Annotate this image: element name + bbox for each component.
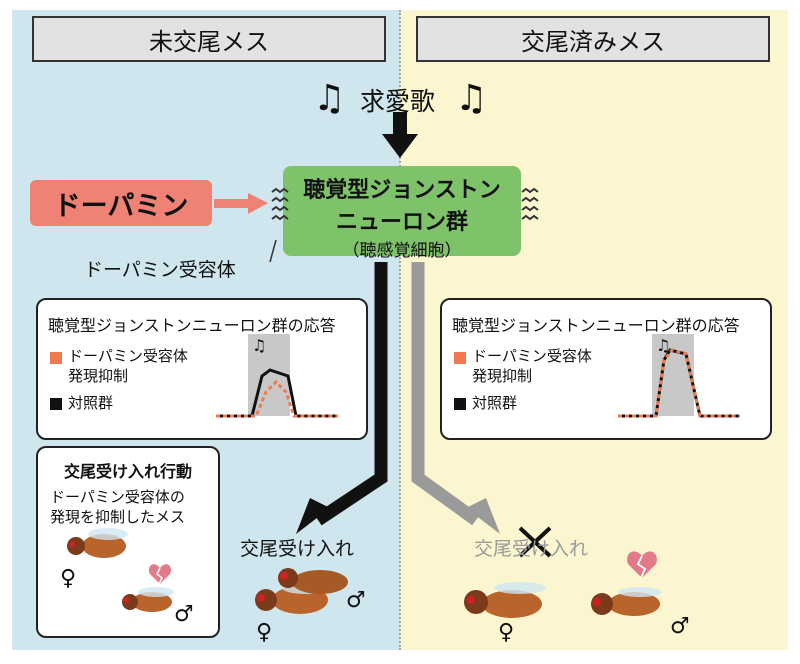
acceptance-arrow-left — [296, 262, 388, 534]
music-note-icon: ♫ — [313, 78, 346, 119]
behavior-title: 交尾受け入れ行動 — [64, 462, 193, 481]
dopamine-box: ドーパミン — [30, 180, 212, 226]
header-virgin-female: 未交尾メス — [32, 16, 386, 62]
fly-icon — [464, 582, 546, 618]
receptor-icon — [271, 187, 539, 221]
legend-swatch-knockdown — [454, 352, 466, 364]
male-symbol: ♂ — [174, 602, 194, 627]
behavior-desc-line1: ドーパミン受容体の — [50, 488, 185, 506]
fly-icon — [122, 587, 174, 612]
female-symbol: ♀ — [60, 566, 77, 591]
mating-acceptance-label: 交尾受け入れ — [240, 538, 355, 560]
response-title: 聴覚型ジョンストンニューロン群の応答 — [452, 316, 740, 335]
trace-plot-right — [618, 334, 740, 418]
response-title: 聴覚型ジョンストンニューロン群の応答 — [48, 316, 336, 335]
neuron-label-line3: （聴感覚細胞） — [342, 241, 462, 261]
mating-behavior-box: 交尾受け入れ行動 ドーパミン受容体の 発現を抑制したメス — [36, 446, 220, 638]
female-symbol: ♀ — [498, 620, 515, 645]
broken-heart-icon — [627, 551, 657, 579]
trace-plot-left — [216, 334, 338, 418]
rejection-x-icon — [518, 526, 552, 558]
courtship-song-label: 求愛歌 — [360, 87, 436, 116]
neuron-label-line1: 聴覚型ジョンストン — [303, 178, 501, 203]
male-symbol: ♂ — [670, 614, 690, 639]
mating-rejected-label: 交尾受け入れ — [474, 538, 589, 560]
acceptance-arrow-right — [411, 262, 500, 534]
legend-swatch-control — [454, 398, 466, 410]
fly-icon — [591, 587, 662, 616]
receptor-leader-line — [269, 239, 277, 263]
male-symbol: ♂ — [346, 588, 366, 613]
female-symbol: ♀ — [256, 620, 273, 645]
johnston-neuron-box: 聴覚型ジョンストン ニューロン群 （聴感覚細胞） — [283, 166, 521, 261]
neuron-label-line2: ニューロン群 — [335, 210, 468, 235]
legend-label-control: 対照群 — [68, 394, 114, 412]
legend-label-knockdown: ドーパミン受容体 発現抑制 — [68, 347, 188, 385]
header-mated-female: 交尾済みメス — [416, 16, 770, 62]
broken-heart-icon — [148, 564, 172, 585]
legend-swatch-control — [50, 398, 62, 410]
legend-label-knockdown: ドーパミン受容体 発現抑制 — [472, 347, 592, 385]
dopamine-arrow — [214, 193, 268, 214]
fly-icon — [278, 568, 348, 594]
music-note-icon: ♫ — [656, 336, 671, 355]
music-note-icon: ♫ — [252, 336, 267, 355]
dopamine-receptor-label: ドーパミン受容体 — [84, 259, 236, 281]
song-arrow — [382, 112, 418, 158]
panel-divider — [399, 10, 401, 650]
behavior-desc-line2: 発現を抑制したメス — [50, 508, 186, 526]
legend-swatch-knockdown — [50, 352, 62, 364]
fly-icon — [67, 528, 128, 558]
legend-label-control: 対照群 — [472, 394, 518, 412]
music-note-icon: ♫ — [455, 78, 488, 119]
